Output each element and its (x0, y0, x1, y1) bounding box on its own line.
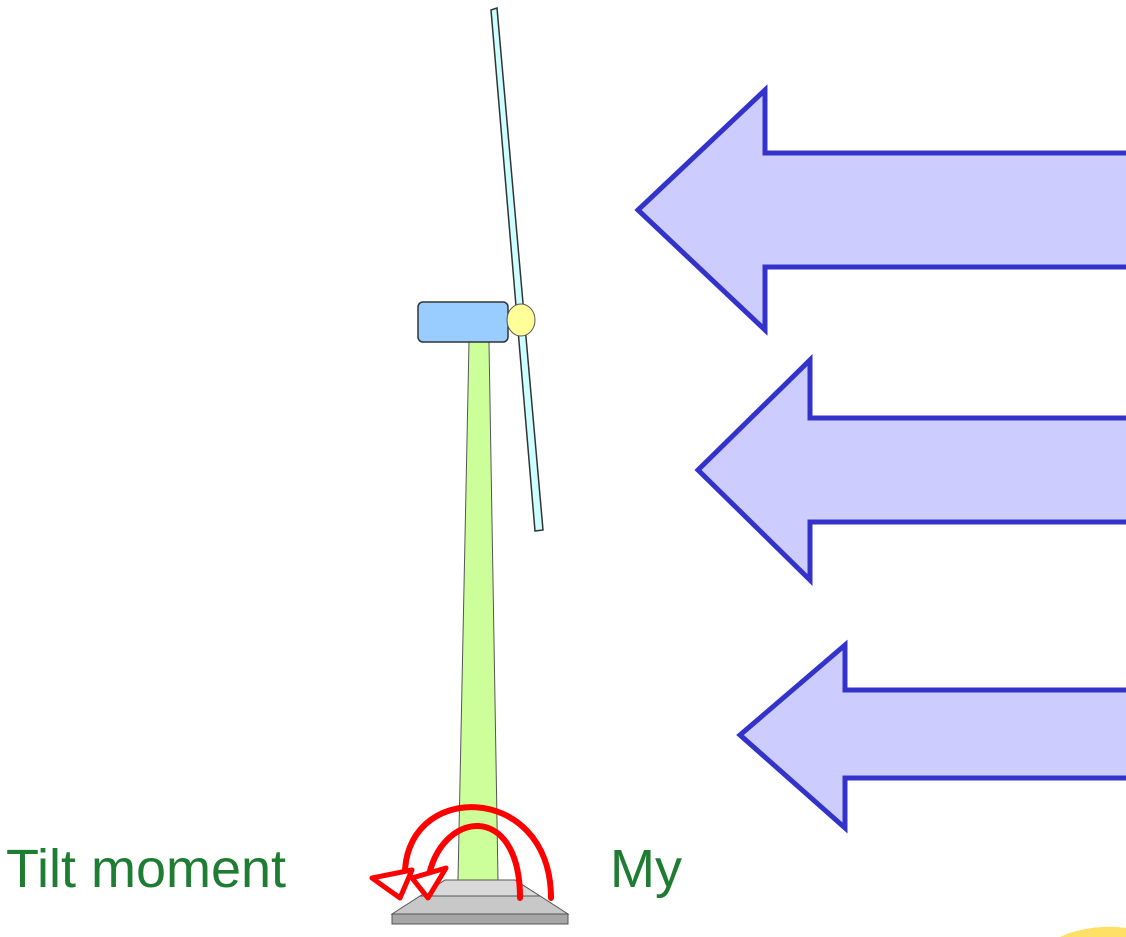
nacelle (417, 301, 509, 343)
moment-symbol-label: My (610, 839, 682, 899)
tilt-moment-arrows (401, 804, 554, 901)
wind-arrow-top (634, 84, 1126, 336)
foundation (390, 879, 570, 925)
moment-arrowhead-inner (409, 865, 449, 901)
tilt-moment-label: Tilt moment (6, 839, 287, 899)
tower (457, 341, 499, 881)
decorative-corner-shape (1060, 926, 1126, 937)
rotor-hub (506, 303, 536, 337)
wind-arrow-middle (694, 354, 1126, 586)
moment-arrowhead-outer (369, 867, 415, 901)
moment-arc-outer (401, 804, 554, 901)
wind-arrows (634, 84, 1126, 834)
moment-arc-inner (425, 823, 523, 901)
rotor-blade (490, 6, 544, 532)
foundation-step-lower (390, 895, 570, 915)
moment-arrowheads (369, 865, 449, 901)
foundation-base (391, 913, 569, 925)
wind-arrow-bottom (736, 639, 1126, 834)
